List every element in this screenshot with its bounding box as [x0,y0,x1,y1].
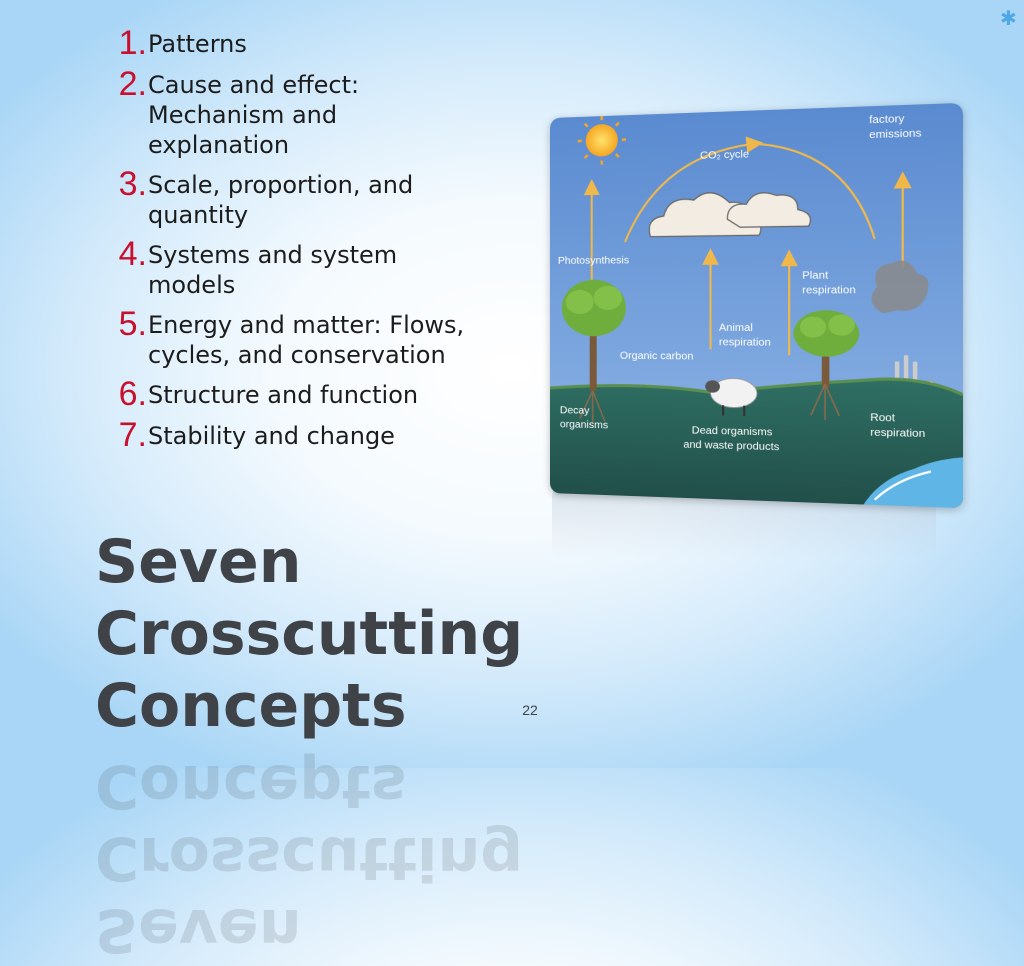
diagram-label: Photosynthesis [558,255,629,267]
list-number: 6. [100,377,148,411]
list-text: Stability and change [148,418,395,451]
list-number: 3. [100,167,148,201]
diagram-label: CO₂ cycle [700,149,749,162]
diagram-label: organisms [560,419,608,431]
diagram-label: Dead organisms [692,425,773,438]
list-number: 2. [100,67,148,101]
diagram-label: respiration [719,337,771,349]
slide-title-reflection: Seven Crosscutting Concepts [95,750,715,966]
slide-title-block: Seven Crosscutting Concepts Seven Crossc… [95,526,715,742]
diagram-label: Plant [802,270,828,282]
list-item: 1. Patterns [100,26,480,60]
list-item: 4. Systems and system models [100,237,480,300]
diagram-label: Root [870,412,895,424]
list-item: 6. Structure and function [100,377,480,411]
diagram-label: respiration [870,427,925,440]
list-number: 7. [100,418,148,452]
page-number: 22 [500,702,560,718]
list-number: 4. [100,237,148,271]
diagram-label: Animal [719,322,753,334]
list-item: 2. Cause and effect: Mechanism and expla… [100,67,480,160]
diagram-label: Organic carbon [620,351,694,363]
slide-title: Seven Crosscutting Concepts [95,526,715,742]
list-item: 7. Stability and change [100,418,480,452]
list-text: Structure and function [148,377,418,410]
carbon-cycle-diagram: CO₂ cycle factory emissions Photosynthes… [550,103,963,508]
list-item: 3. Scale, proportion, and quantity [100,167,480,230]
diagram-label: Decay [560,405,590,417]
star-icon: ✱ [1000,8,1017,28]
diagram-label: emissions [869,128,921,141]
list-item: 5. Energy and matter: Flows, cycles, and… [100,307,480,370]
list-text: Scale, proportion, and quantity [148,167,480,230]
list-number: 1. [100,26,148,60]
diagram-label: factory [869,113,905,126]
list-number: 5. [100,307,148,341]
list-text: Energy and matter: Flows, cycles, and co… [148,307,480,370]
concept-list: 1. Patterns 2. Cause and effect: Mechani… [100,26,480,459]
list-text: Patterns [148,26,247,59]
list-text: Systems and system models [148,237,480,300]
list-text: Cause and effect: Mechanism and explanat… [148,67,480,160]
carbon-cycle-svg: CO₂ cycle factory emissions Photosynthes… [550,103,963,508]
diagram-label: respiration [802,285,856,297]
